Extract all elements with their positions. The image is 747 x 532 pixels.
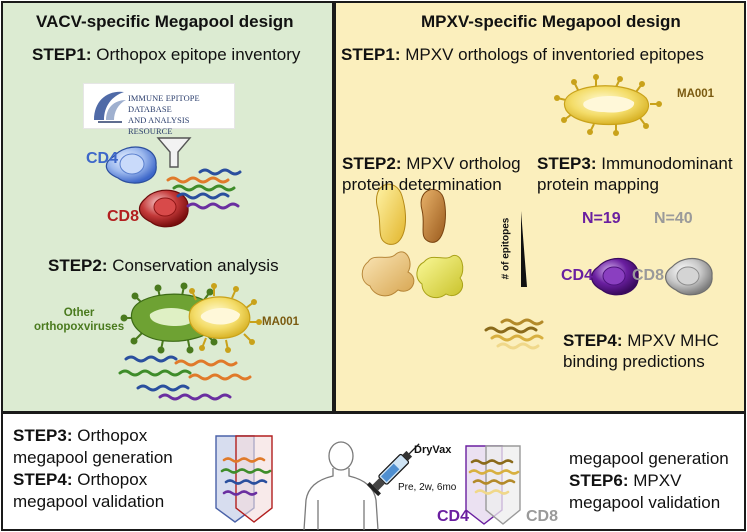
bottom-step6-label: STEP6: bbox=[569, 471, 629, 490]
iedb-logo-wordmark: IMMUNE EPITOPE DATABASE AND ANALYSIS RES… bbox=[128, 93, 234, 137]
iedb-logo-line2: AND ANALYSIS RESOURCE bbox=[128, 116, 190, 136]
cd4-label: CD4 bbox=[86, 150, 119, 167]
iedb-logo-line1: IMMUNE EPITOPE DATABASE bbox=[128, 94, 200, 114]
mpxv-step1-label: STEP1: bbox=[341, 45, 401, 64]
person-silhouette-icon bbox=[303, 441, 379, 531]
mpxv-step3-line1: Immunodominant bbox=[601, 154, 733, 173]
vacv-step1-label: STEP1: bbox=[32, 45, 92, 64]
mpxv-step4-line2: binding predictions bbox=[563, 352, 705, 371]
cd4-mpxv-label: CD4 bbox=[561, 267, 594, 284]
mpxv-step3: STEP3: Immunodominant protein mapping bbox=[537, 153, 733, 195]
bottom-step4-line2: megapool validation bbox=[13, 492, 165, 511]
dryvax-label: DryVax bbox=[414, 444, 452, 456]
vacv-step2: STEP2: Conservation analysis bbox=[48, 255, 279, 276]
cd8-cell-mpxv-icon bbox=[665, 258, 713, 296]
n-cd4-label: N=19 bbox=[582, 210, 621, 227]
bottom-step6-line1: MPXV bbox=[633, 471, 682, 490]
bottom-right-line1: megapool generation bbox=[569, 449, 729, 468]
bottom-step3-line1: Orthopox bbox=[77, 426, 148, 445]
mpxv-step1: STEP1: MPXV orthologs of inventoried epi… bbox=[341, 44, 704, 65]
mhc-binding-peptides-icon bbox=[484, 318, 544, 350]
mpxv-step4-line1: MPXV MHC bbox=[627, 331, 719, 350]
orthopox-steps: STEP3: Orthopox megapool generation STEP… bbox=[13, 425, 173, 513]
conserved-peptides-icon bbox=[118, 355, 252, 401]
ma001-right-label: MA001 bbox=[677, 88, 715, 100]
mpxv-validation-steps: megapool generation STEP6: MPXV megapool… bbox=[569, 448, 729, 514]
protein-shapes-icon bbox=[361, 183, 464, 299]
other-label-line2: orthopoxviruses bbox=[34, 321, 125, 333]
bottom-step4-line1: Orthopox bbox=[77, 470, 148, 489]
timepoints-label: Pre, 2w, 6mo bbox=[398, 482, 457, 493]
epitope-count-wedge-icon bbox=[521, 211, 527, 287]
orthopox-megapool-tubes-icon bbox=[215, 435, 273, 523]
mpxv-step2-label: STEP2: bbox=[342, 154, 402, 173]
iedb-funnel-icon bbox=[156, 137, 192, 168]
bottom-step3-label: STEP3: bbox=[13, 426, 73, 445]
mpxv-step4: STEP4: MPXV MHC binding predictions bbox=[563, 330, 719, 372]
bottom-step6-line2: megapool validation bbox=[569, 493, 721, 512]
cd8-cell-icon bbox=[138, 189, 189, 228]
ma001-left-label: MA001 bbox=[262, 316, 300, 328]
mpxv-step3-line2: protein mapping bbox=[537, 175, 659, 194]
cd8-bottom-label: CD8 bbox=[526, 508, 559, 525]
vacv-panel-title: VACV-specific Megapool design bbox=[36, 12, 294, 31]
vacv-step1-text: Orthopox epitope inventory bbox=[96, 45, 301, 64]
vacv-step2-text: Conservation analysis bbox=[112, 256, 279, 275]
mpxv-step4-label: STEP4: bbox=[563, 331, 623, 350]
cd8-label: CD8 bbox=[107, 208, 140, 225]
syringe-icon bbox=[366, 443, 420, 497]
mpxv-panel-title: MPXV-specific Megapool design bbox=[421, 12, 681, 31]
cd4-cell-icon bbox=[105, 146, 157, 184]
vacv-step1: STEP1: Orthopox epitope inventory bbox=[32, 44, 300, 65]
ma001-virus-right-icon bbox=[554, 74, 662, 136]
mpxv-step2: STEP2: MPXV ortholog protein determinati… bbox=[342, 153, 521, 195]
vacv-step2-label: STEP2: bbox=[48, 256, 108, 275]
bottom-step4-label: STEP4: bbox=[13, 470, 73, 489]
iedb-emblem-icon bbox=[94, 91, 126, 123]
other-label-line1: Other bbox=[63, 307, 95, 319]
mpxv-megapool-tubes-icon bbox=[465, 445, 521, 525]
cd4-cell-mpxv-icon bbox=[591, 258, 639, 296]
epitope-peptides-icon bbox=[166, 168, 242, 210]
iedb-logo: IMMUNE EPITOPE DATABASE AND ANALYSIS RES… bbox=[84, 84, 234, 136]
n-cd8-label: N=40 bbox=[654, 210, 693, 227]
bottom-step3-line2: megapool generation bbox=[13, 448, 173, 467]
mpxv-step2-line1: MPXV ortholog bbox=[406, 154, 521, 173]
mpxv-step3-label: STEP3: bbox=[537, 154, 597, 173]
validation-panel bbox=[1, 412, 746, 531]
ma001-virus-left-icon bbox=[188, 283, 262, 353]
epitopes-axis-label: # of epitopes bbox=[500, 217, 512, 280]
other-orthopoxviruses-label: Other orthopoxviruses bbox=[34, 306, 124, 334]
cd8-mpxv-label: CD8 bbox=[632, 267, 665, 284]
mpxv-step2-line2: protein determination bbox=[342, 175, 502, 194]
mpxv-step1-text: MPXV orthologs of inventoried epitopes bbox=[405, 45, 704, 64]
cd4-bottom-label: CD4 bbox=[437, 508, 470, 525]
